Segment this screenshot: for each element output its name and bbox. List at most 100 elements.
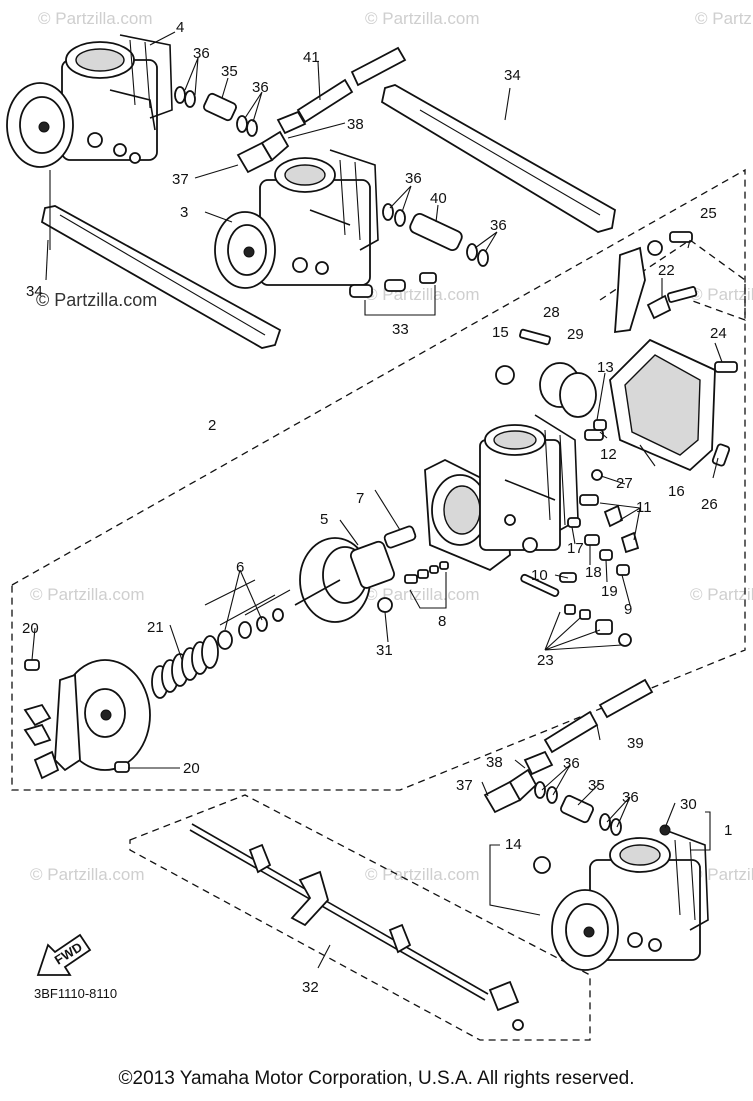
watermark: © Partzilla.com bbox=[30, 585, 145, 604]
label-38: 38 bbox=[486, 754, 503, 771]
part-14 bbox=[533, 856, 551, 874]
label-38: 38 bbox=[347, 116, 364, 133]
label-28: 28 bbox=[543, 304, 560, 321]
label-9: 9 bbox=[624, 601, 632, 618]
hose-41 bbox=[296, 78, 354, 124]
screw-26 bbox=[711, 443, 731, 467]
watermark: © Partzilla.com bbox=[38, 9, 153, 28]
label-36: 36 bbox=[622, 789, 639, 806]
part-19 bbox=[599, 549, 613, 561]
label-35: 35 bbox=[221, 63, 238, 80]
needle-jet-7 bbox=[383, 525, 417, 549]
label-22: 22 bbox=[658, 262, 675, 279]
label-39: 39 bbox=[627, 735, 644, 752]
part-31 bbox=[377, 597, 393, 613]
label-30: 30 bbox=[680, 796, 697, 813]
fwd-arrow-icon: FWD bbox=[36, 933, 92, 976]
subassembly-boundary bbox=[599, 239, 746, 321]
part-23 bbox=[520, 573, 560, 597]
label-29: 29 bbox=[567, 326, 584, 343]
part-27 bbox=[591, 469, 603, 481]
part-6 bbox=[217, 630, 233, 650]
watermark: © Partzilla.com bbox=[365, 9, 480, 28]
label-35: 35 bbox=[588, 777, 605, 794]
screw-20 bbox=[24, 659, 40, 671]
lever-22 bbox=[614, 246, 646, 334]
label-10: 10 bbox=[531, 567, 548, 584]
pin-28 bbox=[519, 328, 551, 346]
screw-25 bbox=[669, 231, 693, 243]
label-37: 37 bbox=[456, 777, 473, 794]
label-24: 24 bbox=[710, 325, 727, 342]
link-assembly-boundary bbox=[129, 794, 591, 1041]
part-35-top bbox=[203, 92, 237, 122]
throttle-shaft-32 bbox=[189, 829, 486, 1001]
carburetor-3 bbox=[214, 149, 379, 289]
label-8: 8 bbox=[438, 613, 446, 630]
part-labels: 4 36 35 36 41 38 37 34 3 36 40 36 34 33 … bbox=[22, 19, 732, 996]
watermark-main: © Partzilla.com bbox=[36, 290, 157, 310]
screw-24 bbox=[714, 361, 738, 373]
label-6: 6 bbox=[236, 559, 244, 576]
label-34: 34 bbox=[504, 67, 521, 84]
label-21: 21 bbox=[147, 619, 164, 636]
watermark: © Partzilla.com bbox=[30, 865, 145, 884]
part-35-bottom bbox=[560, 794, 594, 824]
label-3: 3 bbox=[180, 204, 188, 221]
label-40: 40 bbox=[430, 190, 447, 207]
label-17: 17 bbox=[567, 540, 584, 557]
hose-39 bbox=[543, 710, 599, 754]
rail-34-lower bbox=[40, 205, 282, 349]
carburetor-4 bbox=[6, 34, 173, 168]
label-26: 26 bbox=[701, 496, 718, 513]
part-33 bbox=[349, 284, 373, 298]
label-14: 14 bbox=[505, 836, 522, 853]
watermarks: © Partzilla.com © Partzilla.com © Partzi… bbox=[30, 9, 753, 884]
o-ring-36 bbox=[174, 86, 186, 104]
label-25: 25 bbox=[700, 205, 717, 222]
carburetor-2-body bbox=[424, 414, 579, 572]
label-11: 11 bbox=[636, 499, 652, 516]
part-11 bbox=[579, 494, 599, 506]
watermark: © Partzilla.com bbox=[690, 585, 753, 604]
label-36: 36 bbox=[193, 45, 210, 62]
label-18: 18 bbox=[585, 564, 602, 581]
label-33: 33 bbox=[392, 321, 409, 338]
part-18 bbox=[584, 534, 600, 546]
diagram-drawing: © Partzilla.com © Partzilla.com © Partzi… bbox=[6, 9, 753, 1041]
cap-15 bbox=[495, 365, 515, 385]
leader-lines bbox=[31, 31, 723, 969]
part-17 bbox=[567, 517, 581, 528]
diagram-code: 3BF1110-8110 bbox=[34, 986, 117, 1001]
label-23: 23 bbox=[537, 652, 554, 669]
label-36: 36 bbox=[490, 217, 507, 234]
label-37: 37 bbox=[172, 171, 189, 188]
label-12: 12 bbox=[600, 446, 617, 463]
label-36: 36 bbox=[252, 79, 269, 96]
label-7: 7 bbox=[356, 490, 364, 507]
label-19: 19 bbox=[601, 583, 618, 600]
watermark: © Partzilla.com bbox=[365, 585, 480, 604]
spring-21 bbox=[151, 635, 219, 699]
spring-22 bbox=[646, 294, 672, 320]
label-4: 4 bbox=[176, 19, 184, 36]
label-2: 2 bbox=[208, 417, 216, 434]
carburetor-2-boundary bbox=[11, 168, 746, 791]
watermark: © Partzilla.com bbox=[365, 865, 480, 884]
watermark: © Partzilla.com bbox=[690, 285, 753, 304]
watermark: © Partzilla.com bbox=[365, 285, 480, 304]
part-9 bbox=[616, 564, 630, 576]
label-34: 34 bbox=[26, 283, 43, 300]
label-31: 31 bbox=[376, 642, 393, 659]
label-1: 1 bbox=[724, 822, 732, 839]
label-5: 5 bbox=[320, 511, 328, 528]
label-36: 36 bbox=[563, 755, 580, 772]
label-20: 20 bbox=[183, 760, 200, 777]
label-27: 27 bbox=[616, 475, 633, 492]
label-41: 41 bbox=[303, 49, 320, 66]
jet-12 bbox=[584, 429, 604, 441]
carburetor-1 bbox=[551, 824, 709, 971]
rail-34-upper bbox=[380, 84, 616, 233]
label-13: 13 bbox=[597, 359, 614, 376]
